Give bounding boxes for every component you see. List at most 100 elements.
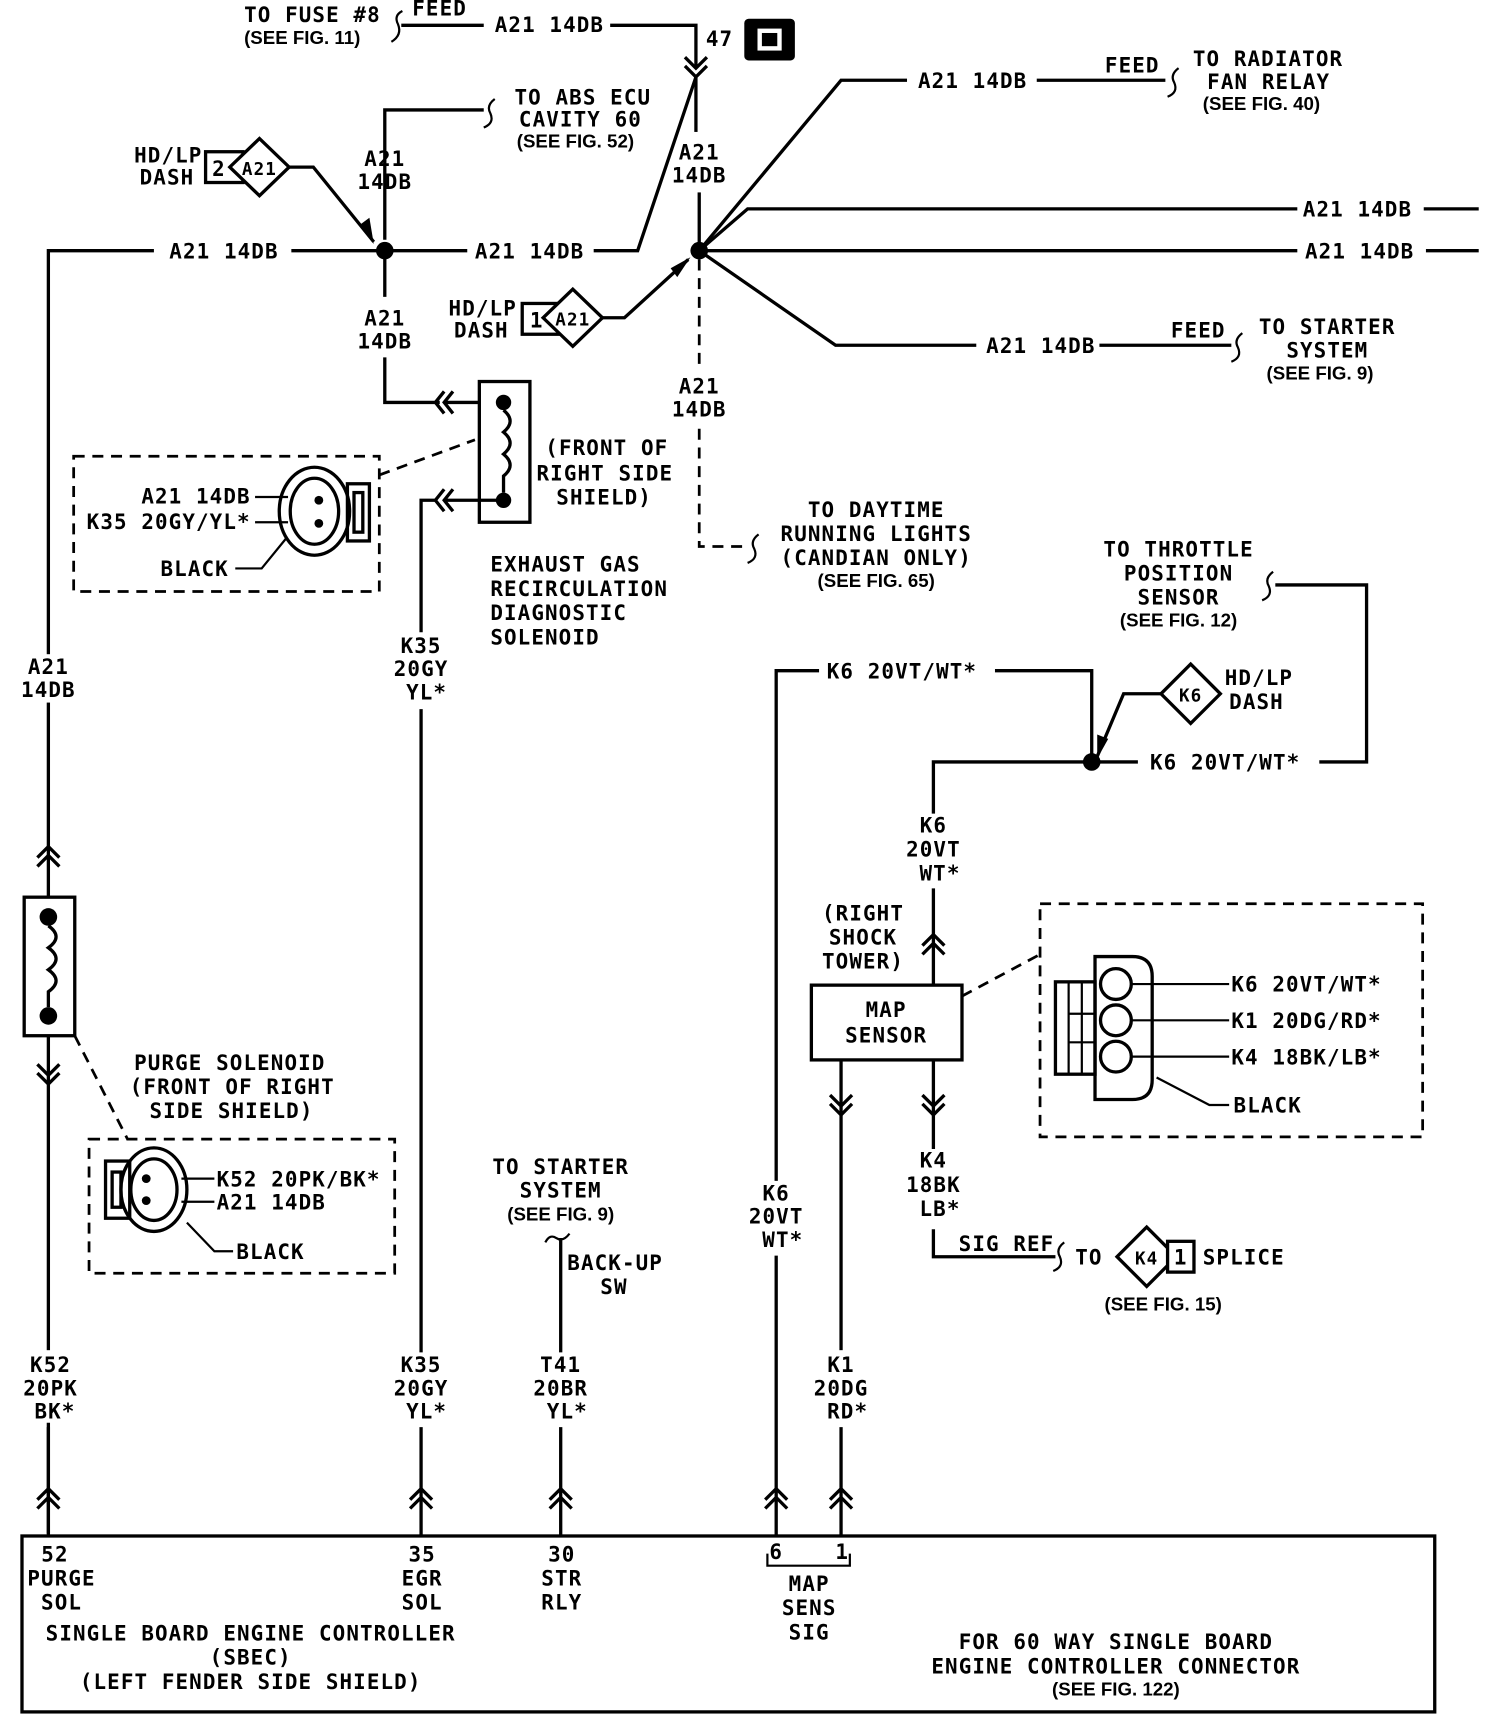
pin-label: RLY xyxy=(541,1591,582,1615)
egr-name: SOLENOID xyxy=(490,625,599,649)
backup-switch-label: SW xyxy=(600,1275,627,1299)
leader xyxy=(1156,1076,1230,1107)
wire-label: RD* xyxy=(827,1399,868,1423)
arrow-icon xyxy=(670,257,691,278)
splice-label: SPLICE xyxy=(1203,1245,1285,1269)
break-symbol xyxy=(747,533,760,564)
starter-fig-ref: (SEE FIG. 9) xyxy=(1267,362,1374,383)
wire-label: WT* xyxy=(762,1228,803,1252)
pin-group-label: SENS xyxy=(782,1596,837,1620)
hdlp-label: HD/LP xyxy=(1225,666,1293,690)
tps-label: SENSOR xyxy=(1138,586,1220,610)
wire xyxy=(697,78,908,252)
to-abs-label: TO ABS ECU xyxy=(515,85,652,109)
map-sensor-label: MAP xyxy=(866,998,907,1022)
splice-id: K4 xyxy=(1135,1249,1158,1269)
wire-label: 14DB xyxy=(21,678,76,702)
color-label: BLACK xyxy=(236,1240,304,1264)
map-location: SHOCK xyxy=(829,925,897,949)
wire-label: K52 xyxy=(30,1353,71,1377)
wire-label: K1 xyxy=(827,1353,854,1377)
map-location: (RIGHT xyxy=(822,901,904,925)
wire-label: A21 14DB xyxy=(986,334,1095,358)
splice-2-a21: 2 A21 xyxy=(203,136,292,198)
wire-label: 14DB xyxy=(357,330,412,354)
color-label: BLACK xyxy=(161,557,229,581)
wire-label: 14DB xyxy=(672,164,727,188)
splice-1-a21: 1 A21 xyxy=(520,286,605,349)
wire-label: K6 xyxy=(920,813,947,837)
splice-id: A21 xyxy=(555,310,590,330)
sig-ref-label: SIG REF xyxy=(959,1232,1055,1256)
pin-number: 6 xyxy=(769,1540,783,1564)
wire-label: YL* xyxy=(406,1399,447,1423)
wire-label: A21 14DB xyxy=(475,239,584,263)
connector-fig-ref: (SEE FIG. 122) xyxy=(1052,1678,1180,1699)
wire-label: YL* xyxy=(406,680,447,704)
wire xyxy=(698,207,1298,252)
wire xyxy=(931,760,1138,814)
dash-label: DASH xyxy=(140,166,195,190)
wire-label: K35 xyxy=(401,634,442,658)
connector-chevron xyxy=(548,1486,573,1510)
wire-label: K4 xyxy=(920,1149,947,1173)
egr-name: RECIRCULATION xyxy=(490,577,668,601)
dash-label: DASH xyxy=(1229,690,1284,714)
arrow-icon xyxy=(1097,734,1109,759)
map-connector-icon xyxy=(1053,954,1154,1102)
wire-label: A21 xyxy=(679,375,720,399)
splice-id: A21 xyxy=(242,160,277,180)
wire-label: A21 14DB xyxy=(217,1190,326,1214)
starter-fig-ref: (SEE FIG. 9) xyxy=(507,1203,614,1224)
connector-chevron xyxy=(921,932,946,956)
wire xyxy=(419,498,436,633)
wire-label: K6 20VT/WT* xyxy=(1150,751,1300,775)
wire-label: 18BK xyxy=(906,1173,961,1197)
wire xyxy=(774,669,820,1188)
wire-label: A21 14DB xyxy=(1305,239,1414,263)
connector-chevron xyxy=(828,1093,854,1118)
fan-relay-label: FAN RELAY xyxy=(1207,70,1330,94)
sbec-controller xyxy=(20,1534,1437,1714)
splice-num: 2 xyxy=(212,157,226,181)
egr-connector-icon xyxy=(277,465,372,557)
splice-num: 1 xyxy=(530,309,544,333)
connector-chevron xyxy=(36,844,61,868)
connector-chevron xyxy=(36,1063,61,1087)
label-bg xyxy=(21,654,77,703)
wire-label: 14DB xyxy=(357,170,412,194)
wire xyxy=(289,165,376,243)
abs-fig-ref: (SEE FIG. 52) xyxy=(517,130,634,151)
purge-name: PURGE SOLENOID xyxy=(134,1051,325,1075)
egr-solenoid xyxy=(477,379,532,524)
wire-label: A21 xyxy=(364,306,405,330)
wire xyxy=(994,669,1094,762)
connector-pin-47: 47 xyxy=(706,27,733,51)
hdlp-label: HD/LP xyxy=(449,297,517,321)
hdlp-label: HD/LP xyxy=(134,144,202,168)
egr-location: RIGHT SIDE xyxy=(537,461,674,485)
wire-label: K6 20VT/WT* xyxy=(1231,973,1381,997)
wire-label: BK* xyxy=(34,1399,75,1423)
connector-chevron xyxy=(921,1093,946,1118)
connector-icon xyxy=(744,18,795,61)
egr-name: EXHAUST GAS xyxy=(490,553,640,577)
sbec-name: SINGLE BOARD ENGINE CONTROLLER xyxy=(46,1621,456,1645)
egr-connector-detail xyxy=(72,454,381,593)
a21-top-label: A21 14DB xyxy=(495,13,604,37)
purge-connector-detail xyxy=(87,1137,397,1275)
wire-label: 20VT xyxy=(906,838,961,862)
backup-switch-label: BACK-UP xyxy=(567,1251,663,1275)
pin-label: SOL xyxy=(41,1591,82,1615)
splice-k6: K6 xyxy=(1158,661,1223,726)
egr-name: DIAGNOSTIC xyxy=(490,601,627,625)
sbec-name: (SBEC) xyxy=(210,1646,292,1670)
map-location: TOWER) xyxy=(822,950,904,974)
break-symbol xyxy=(1261,570,1274,602)
drl-fig-ref: (SEE FIG. 65) xyxy=(818,570,935,591)
splice-num: 1 xyxy=(1174,1245,1188,1269)
purge-name: (FRONT OF RIGHT xyxy=(130,1075,335,1099)
connector-note: FOR 60 WAY SINGLE BOARD xyxy=(959,1630,1273,1654)
wire-label: K6 20VT/WT* xyxy=(827,659,977,683)
